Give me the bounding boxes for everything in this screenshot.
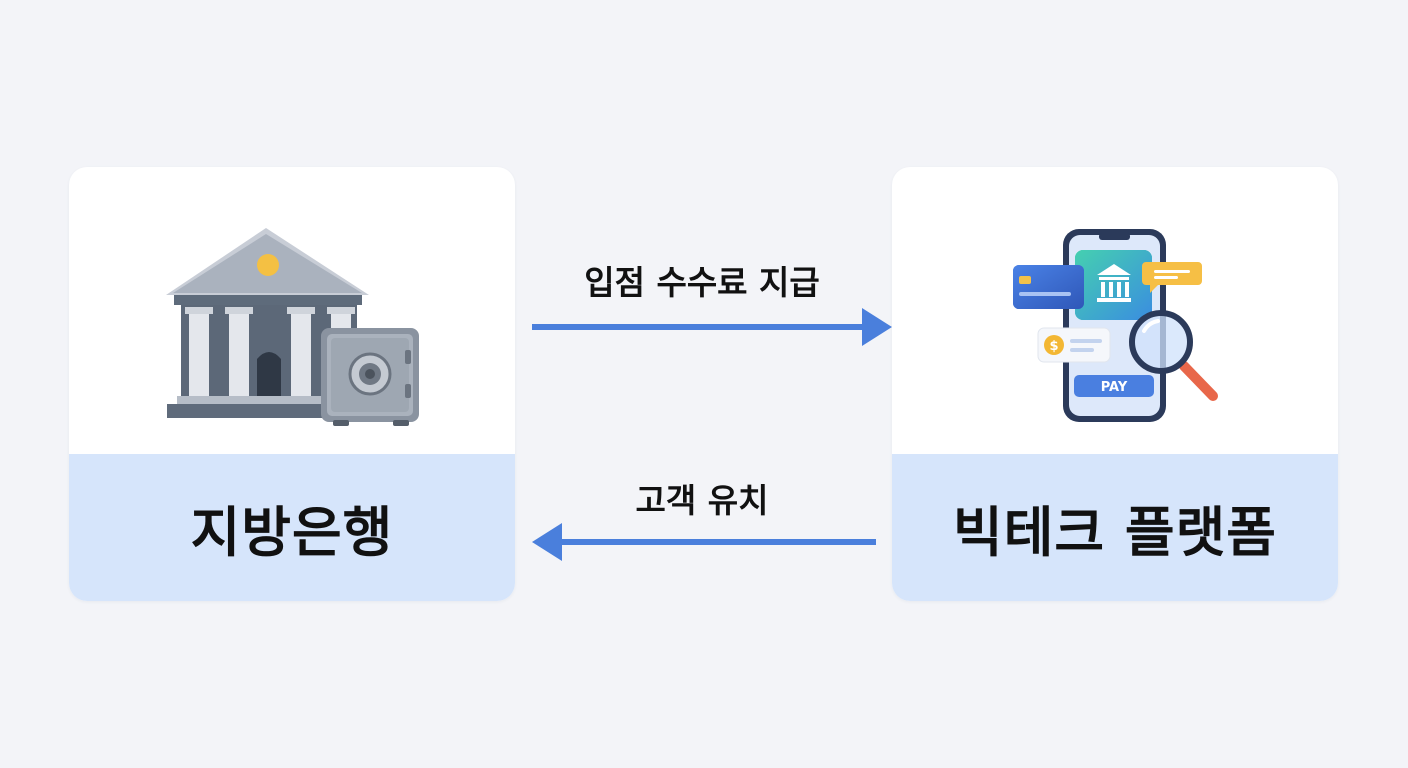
bigtech-platform-card: $ PAY 빅테크 플랫폼 <box>892 167 1338 601</box>
fee-payment-arrow <box>532 308 892 346</box>
regional-bank-card: 지방은행 <box>69 167 515 601</box>
svg-text:$: $ <box>1049 339 1058 354</box>
pay-button-label: PAY <box>1101 380 1128 395</box>
regional-bank-label: 지방은행 <box>69 454 515 601</box>
smartphone-fintech-icon: $ PAY <box>1013 229 1218 422</box>
bank-with-safe-icon <box>166 228 419 426</box>
customer-attraction-arrow <box>532 523 876 561</box>
customer-attraction-label: 고객 유치 <box>635 481 769 520</box>
bigtech-platform-label: 빅테크 플랫폼 <box>892 454 1338 601</box>
fee-payment-label: 입점 수수료 지급 <box>584 263 820 302</box>
